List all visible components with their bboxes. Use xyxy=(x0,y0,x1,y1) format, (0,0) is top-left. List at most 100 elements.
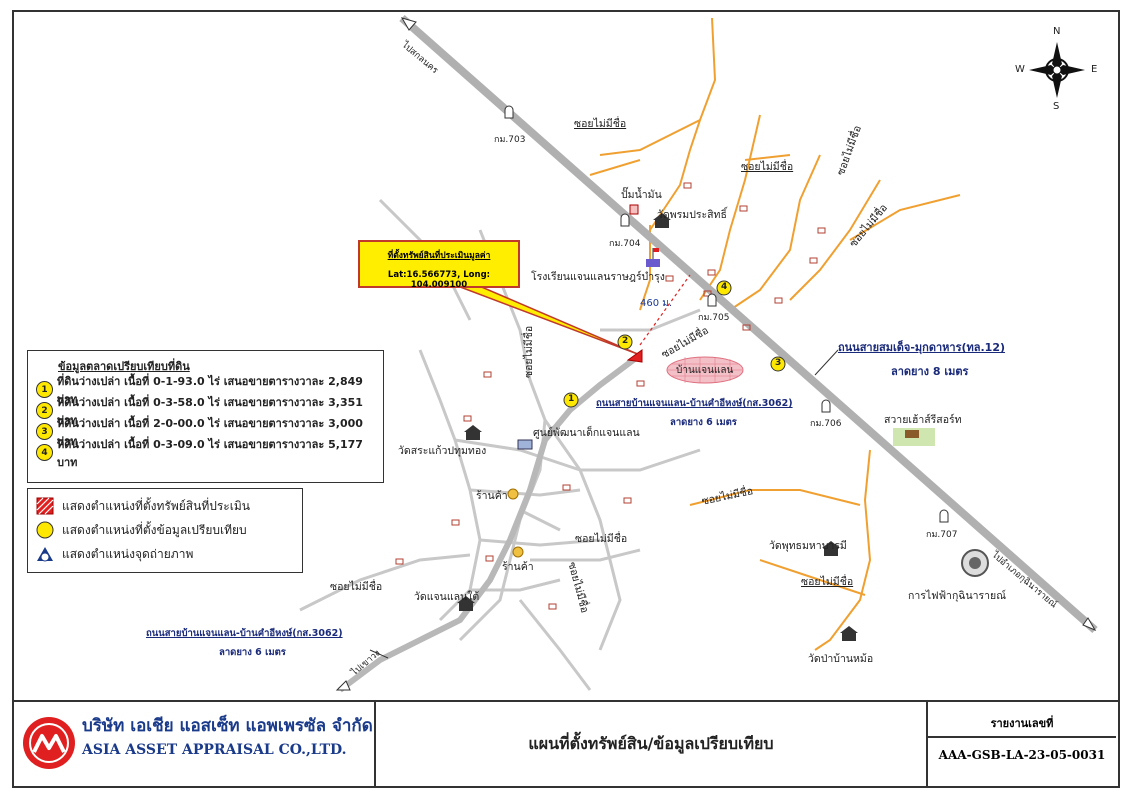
company-logo-icon xyxy=(23,717,75,769)
report-number: AAA-GSB-LA-23-05-0031 xyxy=(938,748,1106,762)
distance-label: 460 ม. xyxy=(640,298,673,309)
r3062-name: ถนนสายบ้านแจนแลน-บ้านคำอีหงษ์(กส.3062) xyxy=(596,398,793,409)
temple-srakaew-label: วัดสระแก้วปทุมทอง xyxy=(398,445,487,457)
market-item-text: ที่ดินว่างเปล่า เนื้อที่ 0-3-09.0 ไร่ เส… xyxy=(57,437,363,469)
gas-station-label: ปั๊มน้ำมัน xyxy=(621,189,662,201)
doc-title-cell: แผนที่ตั้งทรัพย์สิน/ข้อมูลเปรียบเทียบ xyxy=(376,702,928,788)
company-cell: บริษัท เอเชีย แอสเซ็ท แอพเพรซัล จำกัด AS… xyxy=(12,702,376,788)
soi-label: ซอยไม่มีชื่อ xyxy=(523,325,535,378)
photo-point-icon xyxy=(37,547,53,562)
marker-1-label: 1 xyxy=(568,394,575,404)
r3062b-name: ถนนสายบ้านแจนแลน-บ้านคำอีหงษ์(กส.3062) xyxy=(146,628,343,639)
child-center-symbol xyxy=(517,439,533,450)
subject-marker xyxy=(626,349,643,363)
r3062-surface: ลาดยาง 6 เมตร xyxy=(670,417,737,428)
marker-4-label: 4 xyxy=(721,282,728,292)
temple-phrom-label: วัดพรมประสิทธิ์ xyxy=(657,209,727,221)
legend-subject-row: แสดงตำแหน่งที่ตั้งทรัพย์สินที่ประเมิน xyxy=(36,494,294,518)
soi-label: ซอยไม่มีชื่อ xyxy=(575,533,628,545)
callout-coords: Lat:16.566773, Long: 104.009100 xyxy=(387,270,491,290)
distance-arrow xyxy=(639,274,691,346)
temple-phuttho-label: วัดพุทธมหาบารมี xyxy=(769,540,847,552)
map-frame xyxy=(12,10,1120,788)
child-center-label: ศูนย์พัฒนาเด็กแจนแลน xyxy=(533,427,640,439)
market-item-number: 3 xyxy=(36,423,53,440)
school-label: โรงเรียนแจนแลนราษฎร์บำรุง xyxy=(531,271,665,283)
km704-label: กม.704 xyxy=(609,239,641,249)
marker-3-label: 3 xyxy=(775,358,782,368)
compass-e: E xyxy=(1091,64,1098,75)
resort-label: สวายเฮ้าส์รีสอร์ท xyxy=(884,414,962,426)
soi-label: ซอยไม่มีชื่อ xyxy=(801,576,854,588)
report-cell: รายงานเลขที่ AAA-GSB-LA-23-05-0031 xyxy=(928,702,1116,788)
shop-label: ร้านค้า xyxy=(476,490,508,502)
market-legend-title: ข้อมูลตลาดเปรียบเทียบที่ดิน xyxy=(58,360,190,373)
location-map xyxy=(299,15,1098,693)
soi-label: ซอยไม่มีชื่อ xyxy=(741,161,794,173)
market-item-text: ที่ดินว่างเปล่า เนื้อที่ 0-3-58.0 ไร่ เส… xyxy=(57,395,363,427)
market-item-number: 1 xyxy=(36,381,53,398)
km707-label: กม.707 xyxy=(926,530,958,540)
shop-label: ร้านค้า xyxy=(502,561,534,573)
compass-s: S xyxy=(1053,101,1060,112)
legend-subject-label: แสดงตำแหน่งที่ตั้งทรัพย์สินที่ประเมิน xyxy=(62,498,250,513)
report-number-label: รายงานเลขที่ xyxy=(990,717,1054,730)
km703-label: กม.703 xyxy=(494,135,526,145)
km705-label: กม.705 xyxy=(698,313,730,323)
compass-n: N xyxy=(1053,26,1061,37)
shop-symbol xyxy=(512,546,524,558)
soi-label: ซอยไม่มีชื่อ xyxy=(574,118,627,130)
temple-pa-label: วัดป่าบ้านหม้อ xyxy=(808,653,874,665)
resort-symbol xyxy=(893,428,935,446)
arrow-sw xyxy=(335,680,351,691)
market-item-text: ที่ดินว่างเปล่า เนื้อที่ 0-1-93.0 ไร่ เส… xyxy=(57,374,363,406)
soi-label: ซอยไม่มีชื่อ xyxy=(330,581,383,593)
km706-label: กม.706 xyxy=(810,419,842,429)
subject-hatch-icon xyxy=(36,497,54,515)
compass-w: W xyxy=(1015,64,1025,75)
divider xyxy=(928,736,1116,738)
village-label: บ้านแจนแลน xyxy=(676,365,734,376)
callout-pointer xyxy=(452,281,641,356)
temple-jantai-label: วัดแจนแลนใต้ xyxy=(414,591,480,603)
compass-rose xyxy=(1029,42,1085,98)
minor-roads xyxy=(299,198,701,691)
r3062b-surface: ลาดยาง 6 เมตร xyxy=(219,647,286,658)
title-block: บริษัท เอเชีย แอสเซ็ท แอพเพรซัล จำกัด AS… xyxy=(12,700,1120,788)
temple-symbols xyxy=(457,213,858,641)
company-name-english: ASIA ASSET APPRAISAL CO.,LTD. xyxy=(82,742,347,758)
gas-station-symbol xyxy=(629,204,639,215)
market-item-number: 2 xyxy=(36,402,53,419)
company-name-thai: บริษัท เอเชีย แอสเซ็ท แอพเพรซัล จำกัด xyxy=(82,716,373,736)
subject-callout: ที่ตั้งทรัพย์สินที่ประเมินมูลค่า Lat:16.… xyxy=(358,240,520,290)
km-posts xyxy=(504,105,949,523)
arrow-south xyxy=(1082,617,1097,632)
market-item-number: 4 xyxy=(36,444,53,461)
comparable-circle-icon xyxy=(36,521,54,539)
local-roads xyxy=(589,17,961,651)
house-symbols xyxy=(395,182,826,610)
shop-symbol xyxy=(507,488,519,500)
callout-title: ที่ตั้งทรัพย์สินที่ประเมินมูลค่า xyxy=(387,251,491,261)
highway-12 xyxy=(399,15,1098,633)
comparable-markers xyxy=(563,280,786,408)
document-title: แผนที่ตั้งทรัพย์สิน/ข้อมูลเปรียบเทียบ xyxy=(528,734,774,753)
legend-photo-label: แสดงตำแหน่งจุดถ่ายภาพ xyxy=(62,546,194,561)
legend-photo-row: แสดงตำแหน่งจุดถ่ายภาพ xyxy=(36,542,294,566)
school-symbol xyxy=(646,248,660,267)
arrow-north xyxy=(400,17,417,31)
road-3062 xyxy=(338,352,642,693)
market-item-text: ที่ดินว่างเปล่า เนื้อที่ 2-0-00.0 ไร่ เส… xyxy=(57,416,363,448)
pea-label: การไฟฟ้ากุฉินารายณ์ xyxy=(908,590,1006,602)
symbol-legend: แสดงตำแหน่งที่ตั้งทรัพย์สินที่ประเมิน แส… xyxy=(27,488,303,573)
marker-2-label: 2 xyxy=(622,336,629,346)
pea-symbol xyxy=(961,549,989,577)
hwy12-surface: ลาดยาง 8 เมตร xyxy=(891,365,969,378)
hwy12-name: ถนนสายสมเด็จ-มุกดาหาร(ทล.12) xyxy=(838,341,1006,354)
legend-comparable-label: แสดงตำแหน่งที่ตั้งข้อมูลเปรียบเทียบ xyxy=(62,522,247,537)
